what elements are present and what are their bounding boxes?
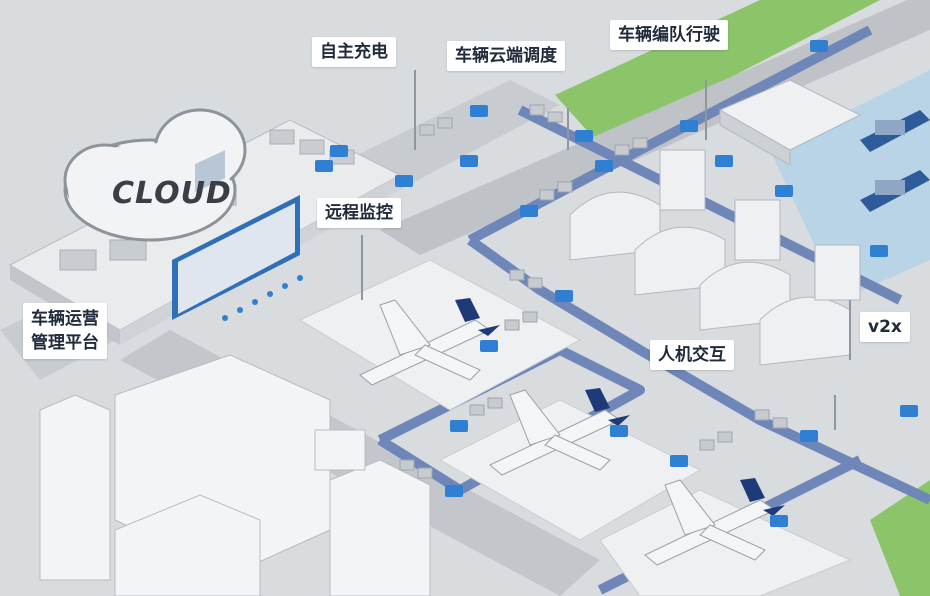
monitor-wall bbox=[172, 150, 300, 320]
terminal-buildings bbox=[39, 354, 431, 596]
label-ops-platform-line2: 管理平台 bbox=[31, 333, 99, 353]
aircraft bbox=[359, 298, 785, 566]
label-platooning: 车辆编队行驶 bbox=[610, 20, 728, 50]
cargo-ships bbox=[860, 110, 930, 212]
grass-strip bbox=[555, 0, 880, 145]
label-vehicle-cloud-dispatch: 车辆云端调度 bbox=[447, 41, 565, 71]
hangars bbox=[569, 149, 861, 366]
cloud-icon bbox=[63, 108, 247, 242]
label-remote-monitoring: 远程监控 bbox=[317, 198, 401, 228]
autonomous-vehicles bbox=[315, 40, 918, 527]
label-ops-platform: 车辆运营 管理平台 bbox=[23, 303, 107, 359]
label-ops-platform-line1: 车辆运营 bbox=[31, 309, 99, 329]
label-human-machine-interaction: 人机交互 bbox=[650, 340, 734, 370]
label-v2x: v2x bbox=[860, 312, 910, 342]
label-autonomous-charging: 自主充电 bbox=[312, 37, 396, 67]
cloud-label: CLOUD bbox=[112, 176, 232, 211]
